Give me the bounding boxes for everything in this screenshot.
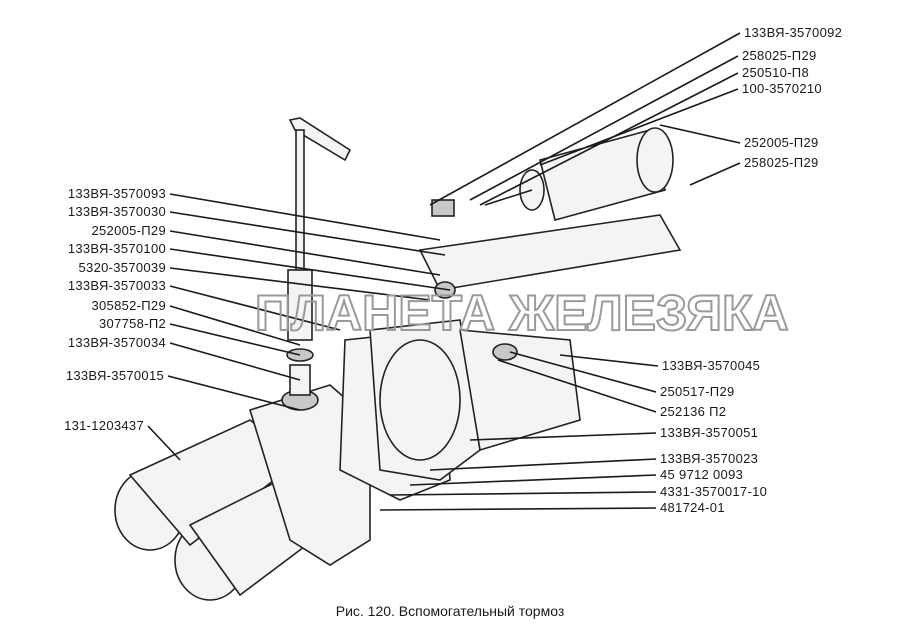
leader-line — [169, 193, 441, 241]
part-label-right: 258025-П29 — [744, 155, 819, 170]
watermark: ПЛАНЕТА ЖЕЛЕЗЯКА — [255, 285, 789, 341]
housing — [459, 329, 581, 452]
leader-line — [389, 491, 657, 496]
part-label-left: 307758-П2 — [99, 316, 166, 331]
part-label-left: 131-1203437 — [64, 418, 144, 433]
control-rod — [295, 129, 305, 291]
leader-line — [379, 507, 657, 511]
part-label-left: 133ВЯ-3570034 — [68, 335, 166, 350]
leader-line — [169, 267, 431, 301]
valve-body — [249, 384, 371, 566]
leader-line — [559, 354, 659, 367]
part-label-right: 252005-П29 — [744, 135, 819, 150]
leader-line — [659, 124, 741, 144]
part-label-left: 252005-П29 — [91, 223, 166, 238]
part-label-left: 133ВЯ-3570030 — [68, 204, 166, 219]
leader-line — [169, 211, 446, 256]
part-labels: 133ВЯ-3570093 133ВЯ-3570030 252005-П29 133В… — [64, 25, 842, 515]
part-label-right: 133ВЯ-3570045 — [662, 358, 760, 373]
part-label-right: 258025-П29 — [742, 48, 817, 63]
leader-line — [429, 32, 741, 206]
part-label-left: 133ВЯ-3570015 — [66, 368, 164, 383]
leader-line — [409, 474, 657, 486]
part-label-right: 4331-3570017-10 — [660, 484, 767, 499]
spring — [287, 269, 313, 341]
part-label-right: 45 9712 0093 — [660, 467, 743, 482]
leader-line — [469, 432, 657, 441]
part-label-left: 5320-3570039 — [79, 260, 166, 275]
part-label-right: 100-3570210 — [742, 81, 822, 96]
part-label-right: 252136 П2 — [660, 404, 726, 419]
nut — [492, 343, 518, 361]
part-label-right: 250517-П29 — [660, 384, 735, 399]
leader-line — [497, 359, 657, 413]
leader-line — [539, 88, 739, 166]
part-label-left: 133ВЯ-3570033 — [68, 278, 166, 293]
leader-line — [169, 323, 301, 356]
leader-line — [429, 458, 657, 471]
leader-line — [169, 285, 341, 331]
part-label-right: 133ВЯ-3570023 — [660, 451, 758, 466]
cylinder-cap — [636, 127, 674, 193]
part-label-right: 133ВЯ-3570051 — [660, 425, 758, 440]
part-label-right: 133ВЯ-3570092 — [744, 25, 842, 40]
leader-line — [469, 55, 739, 201]
lever — [288, 117, 352, 162]
flange-bore — [379, 339, 461, 461]
leader-line — [169, 342, 301, 381]
rod-fork — [431, 199, 455, 217]
bracket — [418, 214, 682, 291]
leader-line — [167, 375, 301, 411]
part-label-right: 481724-01 — [660, 500, 725, 515]
part-label-left: 133ВЯ-3570100 — [68, 241, 166, 256]
leader-lines — [147, 32, 741, 511]
part-label-right: 250510-П8 — [742, 65, 809, 80]
figure-caption: Рис. 120. Вспомогательный тормоз — [336, 603, 565, 619]
part-label-left: 305852-П29 — [91, 298, 166, 313]
leader-line — [169, 248, 451, 291]
leader-line — [169, 305, 301, 346]
leader-line — [169, 230, 441, 276]
part-label-left: 133ВЯ-3570093 — [68, 186, 166, 201]
leader-line — [147, 425, 181, 461]
leader-line — [689, 162, 741, 186]
leader-line — [509, 351, 657, 393]
